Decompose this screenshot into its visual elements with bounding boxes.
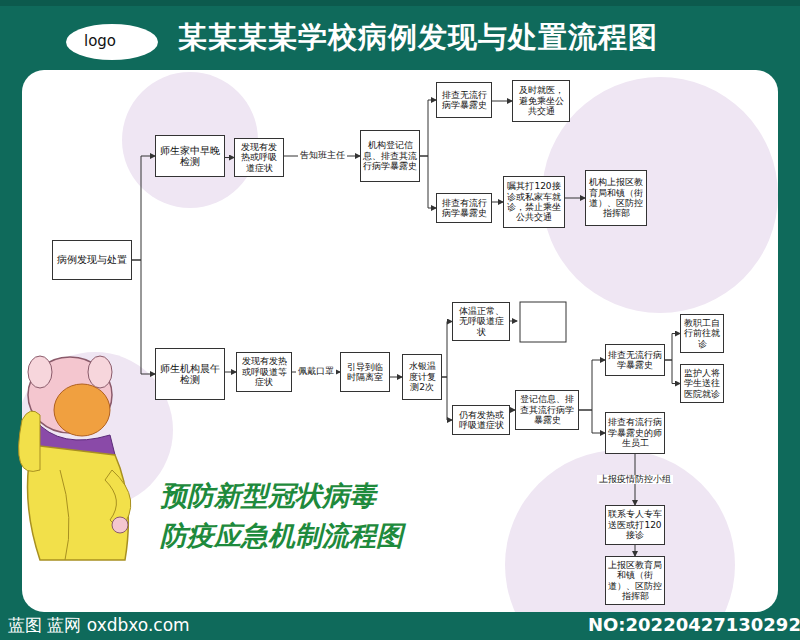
cartoon-figure xyxy=(19,356,131,560)
box-text: 联系专人专车送医或打120接诊 xyxy=(608,509,662,540)
process-box: 机构上报区教育局和镇（街道）、区防控指挥部 xyxy=(585,170,647,226)
box-text: 引导到临时隔离室 xyxy=(343,362,387,383)
box-text: 监护人将学生送往医院就诊 xyxy=(683,368,721,399)
connector xyxy=(510,321,517,322)
process-box: 师生机构晨午检测 xyxy=(155,348,225,400)
process-box: 监护人将学生送往医院就诊 xyxy=(680,364,724,403)
box-text: 排查无流行病学暴露史 xyxy=(608,350,662,371)
box-text: 机构登记信息、排查其流行病学暴露史 xyxy=(363,140,417,171)
process-box: 引导到临时隔离室 xyxy=(340,352,390,392)
box-text: 登记信息、排查其流行病学暴露史 xyxy=(518,394,576,425)
process-box: 教职工自行前往就诊 xyxy=(680,314,724,353)
title: 某某某某学校病例发现与处置流程图 xyxy=(178,18,778,58)
connector xyxy=(225,157,234,158)
box-text: 师生家中早晚检测 xyxy=(158,145,222,168)
connector xyxy=(579,360,605,410)
process-box: 登记信息、排查其流行病学暴露史 xyxy=(515,390,579,430)
connector xyxy=(665,334,680,360)
box-text: 嘱其打120接诊或私家车就诊，禁止乘坐公共交通 xyxy=(506,181,562,222)
box-text: 发现有发热或呼吸道等症状 xyxy=(239,356,289,387)
panel xyxy=(22,70,778,612)
connector xyxy=(492,202,503,203)
logo-oval xyxy=(66,24,158,60)
process-box: 师生家中早晚检测 xyxy=(155,135,225,177)
circles xyxy=(22,72,778,612)
process-box: 发现有发热或呼吸道等症状 xyxy=(236,352,292,392)
box-text: 仍有发热或呼吸道症状 xyxy=(455,410,507,431)
box-text: 体温正常、无呼吸道症状 xyxy=(455,306,507,337)
process-box: 嘱其打120接诊或私家车就诊，禁止乘坐公共交通 xyxy=(503,176,565,228)
top-strip xyxy=(0,0,800,6)
box-text: 上报区教育局和镇（街道）、区防控指挥部 xyxy=(608,560,662,601)
process-box: 机构登记信息、排查其流行病学暴露史 xyxy=(360,130,420,182)
process-box: 排查有流行病学暴露史 xyxy=(436,193,492,223)
edge-label: 告知班主任 xyxy=(298,151,347,161)
box-text: 排查有流行病学暴露史的师生员工 xyxy=(608,417,662,448)
process-box: 排查无流行病学暴露史 xyxy=(436,82,492,118)
process-box: 发现有发热或呼吸道症状 xyxy=(234,138,284,177)
process-box: 排查有流行病学暴露史的师生员工 xyxy=(605,412,665,454)
connector xyxy=(442,377,452,420)
box-text: 水银温度计复测2次 xyxy=(405,361,439,392)
box-text: 发现有发热或呼吸道症状 xyxy=(237,142,281,173)
connector xyxy=(579,410,605,433)
edge-label: 上报疫情防控小组 xyxy=(597,475,673,485)
connector xyxy=(132,156,155,260)
box-text: 排查有流行病学暴露史 xyxy=(439,198,489,219)
process-box: 及时就医，避免乘坐公共交通 xyxy=(512,80,570,122)
connector xyxy=(635,545,636,556)
label: NO:20220427130292 xyxy=(588,614,800,635)
label: 防疫应急机制流程图 xyxy=(160,518,403,554)
process-box: 病例发现与处置 xyxy=(52,240,132,280)
box-text: 教职工自行前往就诊 xyxy=(683,318,721,349)
box-text: 排查无流行病学暴露史 xyxy=(439,90,489,111)
connector xyxy=(390,377,402,378)
connector xyxy=(492,101,512,102)
label: 预防新型冠状病毒 xyxy=(160,478,376,514)
process-box: 水银温度计复测2次 xyxy=(402,354,442,400)
process-box: 体温正常、无呼吸道症状 xyxy=(452,302,510,341)
edge-label: 佩戴口罩 xyxy=(296,367,336,377)
process-box: 联系专人专车送医或打120接诊 xyxy=(605,505,665,545)
process-box: 排查无流行病学暴露史 xyxy=(605,344,665,376)
process-box: 仍有发热或呼吸道症状 xyxy=(452,405,510,435)
connector xyxy=(665,360,680,384)
empty-box xyxy=(520,302,566,342)
connector xyxy=(225,372,236,373)
label: logo xyxy=(84,32,116,50)
connector xyxy=(420,156,436,208)
connector xyxy=(565,198,585,199)
box-text: 病例发现与处置 xyxy=(57,254,127,266)
connector xyxy=(442,322,452,377)
label: 蓝图 蓝网 oxdbxo.com xyxy=(8,614,190,637)
process-box: 上报区教育局和镇（街道）、区防控指挥部 xyxy=(605,556,665,605)
connector xyxy=(132,260,155,374)
box-text: 及时就医，避免乘坐公共交通 xyxy=(515,85,567,116)
connector xyxy=(420,100,436,156)
box-text: 师生机构晨午检测 xyxy=(158,363,222,386)
box-text: 机构上报区教育局和镇（街道）、区防控指挥部 xyxy=(588,177,644,218)
